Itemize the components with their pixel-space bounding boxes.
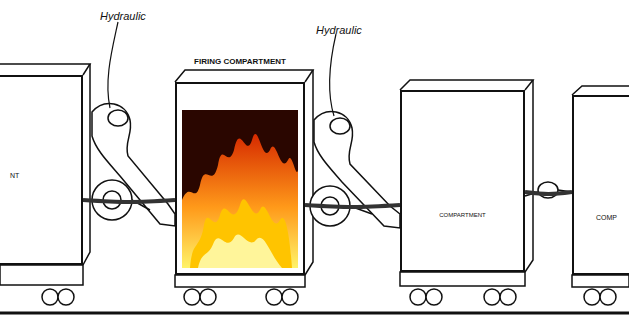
chassis bbox=[0, 265, 629, 287]
compartment-box: COMP bbox=[572, 95, 629, 275]
coupling-link bbox=[83, 200, 175, 202]
fire bbox=[182, 110, 298, 268]
hydraulic-coupler bbox=[83, 104, 572, 228]
compartment-box: COMPARTMENT bbox=[400, 90, 525, 272]
part-label: Hydraulic bbox=[100, 10, 146, 22]
compartment-heading: FIRING COMPARTMENT bbox=[177, 58, 303, 67]
rail bbox=[0, 312, 629, 315]
compartment-label: NT bbox=[0, 172, 81, 180]
compartment-label: COMP bbox=[574, 214, 629, 222]
part-label: Hydraulic bbox=[316, 24, 362, 36]
compartment-label: COMPARTMENT bbox=[402, 212, 523, 219]
coupling-link bbox=[305, 205, 400, 207]
coupling-link bbox=[525, 192, 572, 194]
leader-line bbox=[108, 22, 336, 116]
compartment-box: NT bbox=[0, 75, 83, 265]
firing-compartment: FIRING COMPARTMENT bbox=[175, 82, 305, 275]
wheels bbox=[42, 289, 616, 305]
car-outlines bbox=[0, 64, 629, 275]
